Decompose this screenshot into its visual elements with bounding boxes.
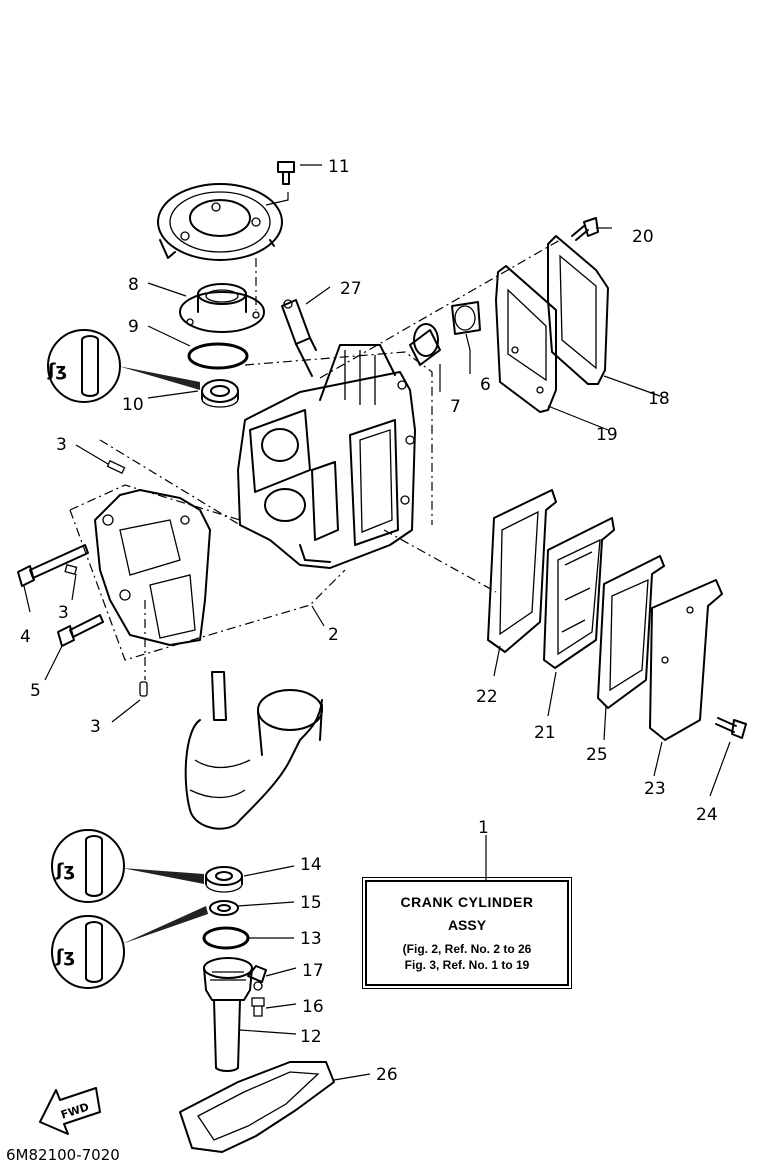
- reed-valve-21: [543, 517, 615, 669]
- grease-symbol-icon: ʃʒ: [47, 329, 200, 403]
- svg-text:ʃʒ: ʃʒ: [55, 946, 75, 967]
- bolt-5: [57, 614, 104, 647]
- bolt-11: [265, 161, 295, 206]
- exhaust-gasket-19: [495, 265, 557, 413]
- gasket-22: [487, 489, 557, 653]
- ref-11: 11: [328, 157, 350, 177]
- ref-1: 1: [478, 818, 489, 838]
- ref-3b: 3: [58, 603, 69, 623]
- grease-symbol-lower-2: ʃʒ: [51, 906, 208, 989]
- bolt-4: [17, 544, 89, 587]
- ref-10: 10: [122, 395, 144, 415]
- ref-7: 7: [450, 397, 461, 417]
- oil-seal-14: [205, 866, 243, 893]
- o-ring-13: [202, 926, 250, 950]
- ref-21: 21: [534, 723, 556, 743]
- ref-8: 8: [128, 275, 139, 295]
- cylinder-block: [237, 344, 416, 569]
- ref-22: 22: [476, 687, 498, 707]
- ref-14: 14: [300, 855, 322, 875]
- reference-numbers: 1 2 3 3 3 4 5 6 7 8 9 10 11 12 13 14 15 …: [20, 157, 718, 1085]
- ref-18: 18: [648, 389, 670, 409]
- dowel-pin-3b: [64, 564, 78, 575]
- ref-3a: 3: [56, 435, 67, 455]
- svg-text:ʃʒ: ʃʒ: [47, 360, 67, 381]
- note-line-1: (Fig. 2, Ref. No. 2 to 26: [402, 942, 532, 956]
- ref-20: 20: [632, 227, 654, 247]
- washer-17: [247, 965, 267, 991]
- dowel-pin-3a: [106, 460, 126, 474]
- ref-19: 19: [596, 425, 618, 445]
- ref-17: 17: [302, 961, 324, 981]
- ref-26: 26: [376, 1065, 398, 1085]
- ref-13: 13: [300, 929, 322, 949]
- ref-12: 12: [300, 1027, 322, 1047]
- ref-27: 27: [340, 279, 362, 299]
- ref-6: 6: [480, 375, 491, 395]
- ref-16: 16: [302, 997, 324, 1017]
- ref-5: 5: [30, 681, 41, 701]
- grease-symbol-lower-1: ʃʒ: [51, 829, 204, 903]
- thermostat-7: [409, 323, 441, 366]
- upper-cover-plate: [157, 183, 283, 261]
- bearing-15: [209, 900, 239, 916]
- lower-housing-12: [203, 957, 253, 1073]
- fwd-label: FWD: [59, 1100, 90, 1121]
- gasket-25: [597, 555, 665, 709]
- intake-cover-23: [649, 579, 723, 741]
- spark-plug-27: [281, 299, 317, 377]
- ref-23: 23: [644, 779, 666, 799]
- leader-lines: [23, 164, 731, 1081]
- exhaust-cover-18: [547, 235, 609, 385]
- bolt-16: [251, 997, 265, 1017]
- fwd-arrow-icon: FWD: [39, 1087, 101, 1135]
- thermostat-cover-6: [451, 301, 481, 335]
- assembly-note-box: CRANK CYLINDER ASSY (Fig. 2, Ref. No. 2 …: [362, 877, 572, 989]
- ref-24: 24: [696, 805, 718, 825]
- gasket-26: [179, 1061, 335, 1153]
- ref-3c: 3: [90, 717, 101, 737]
- oil-seal-10: [201, 379, 239, 408]
- note-line-2: Fig. 3, Ref. No. 1 to 19: [404, 958, 530, 972]
- note-subtitle: ASSY: [447, 917, 487, 933]
- ref-9: 9: [128, 317, 139, 337]
- crankshaft-ghost: [184, 671, 323, 830]
- svg-text:ʃʒ: ʃʒ: [55, 860, 75, 881]
- ref-4: 4: [20, 627, 31, 647]
- bolt-20: [571, 217, 599, 241]
- crankcase-left: [94, 489, 211, 646]
- note-title: CRANK CYLINDER: [400, 894, 534, 910]
- ref-2: 2: [328, 625, 339, 645]
- diagram-code: 6M82100-7020: [6, 1146, 120, 1164]
- ref-25: 25: [586, 745, 608, 765]
- ref-15: 15: [300, 893, 322, 913]
- bolt-24: [715, 717, 747, 739]
- o-ring-9: [187, 342, 249, 370]
- seal-housing-8: [179, 283, 265, 333]
- dowel-pin-3c: [139, 681, 148, 697]
